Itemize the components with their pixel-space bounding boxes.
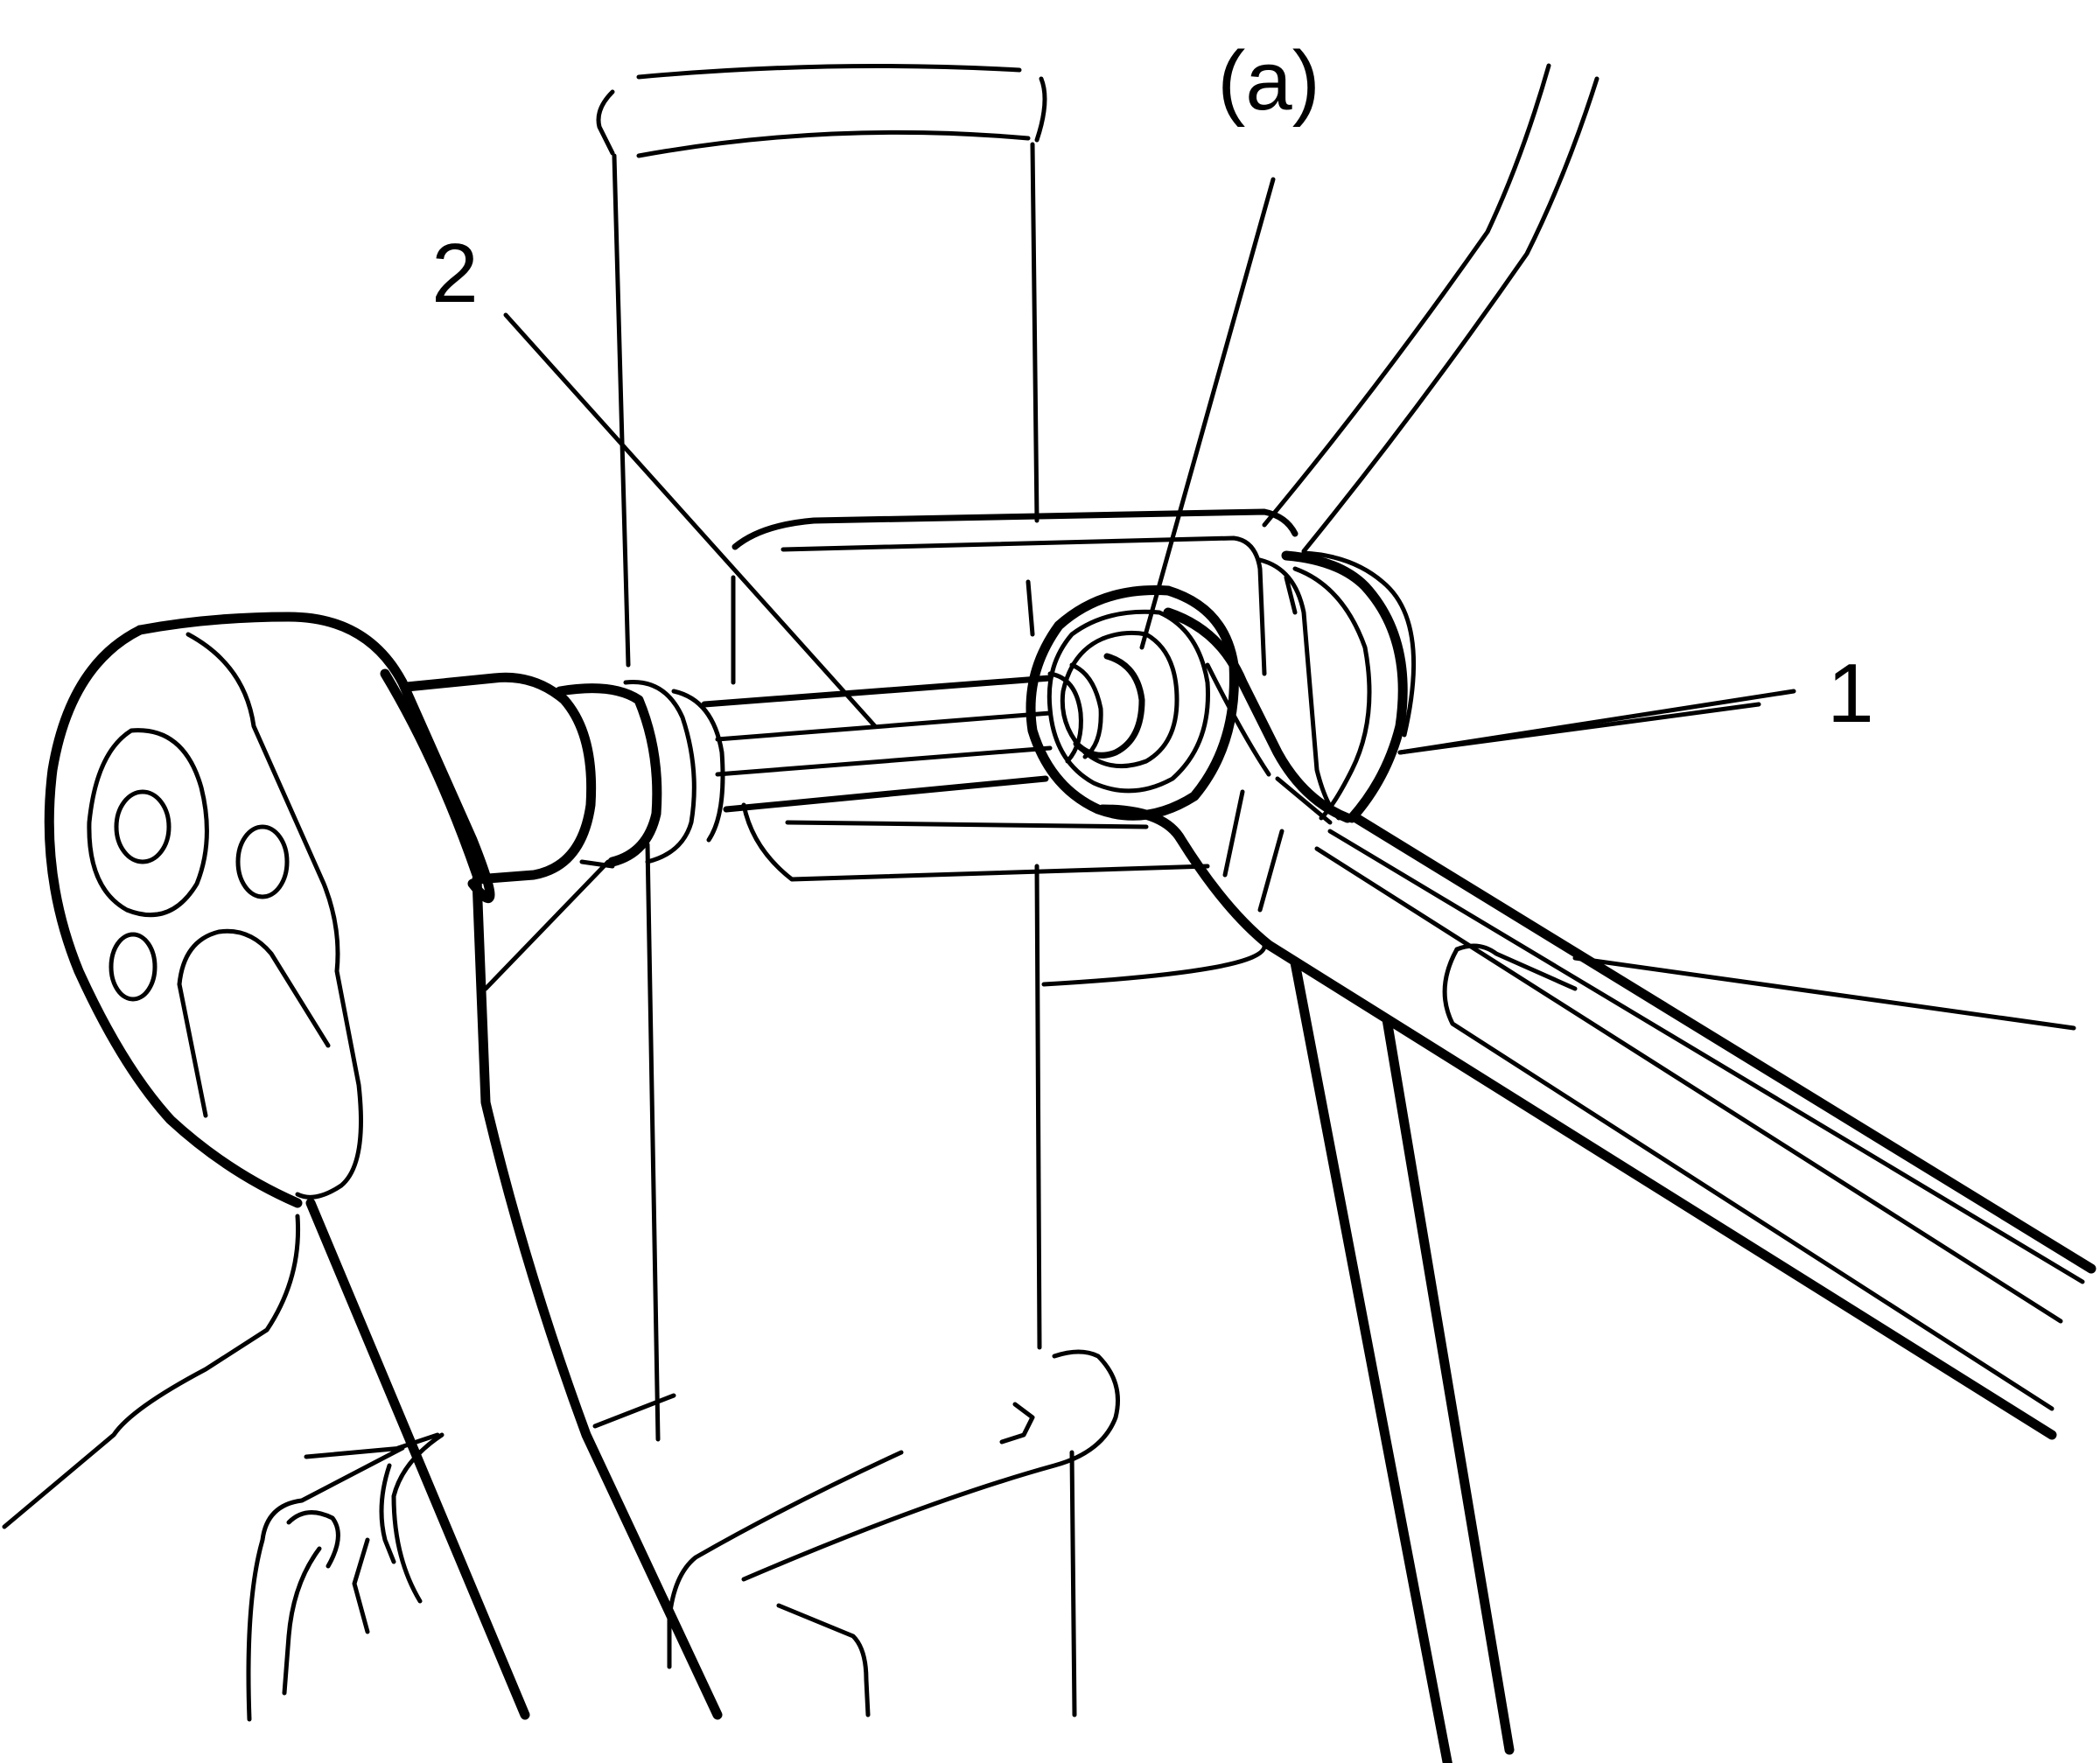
ratchet-wrench (44, 612, 1054, 1720)
lower-frame (2, 1214, 1120, 1722)
callout-label-2: 2 (431, 227, 478, 320)
bracket-plate (731, 508, 1298, 913)
callout-label-a: (a) (1217, 34, 1320, 128)
ring-nut (1026, 585, 1239, 821)
leader-lines (503, 177, 1796, 755)
head-tube (596, 64, 1267, 1442)
callout-label-1: 1 (1827, 647, 1873, 740)
spanner-wrench (1097, 550, 2096, 1440)
